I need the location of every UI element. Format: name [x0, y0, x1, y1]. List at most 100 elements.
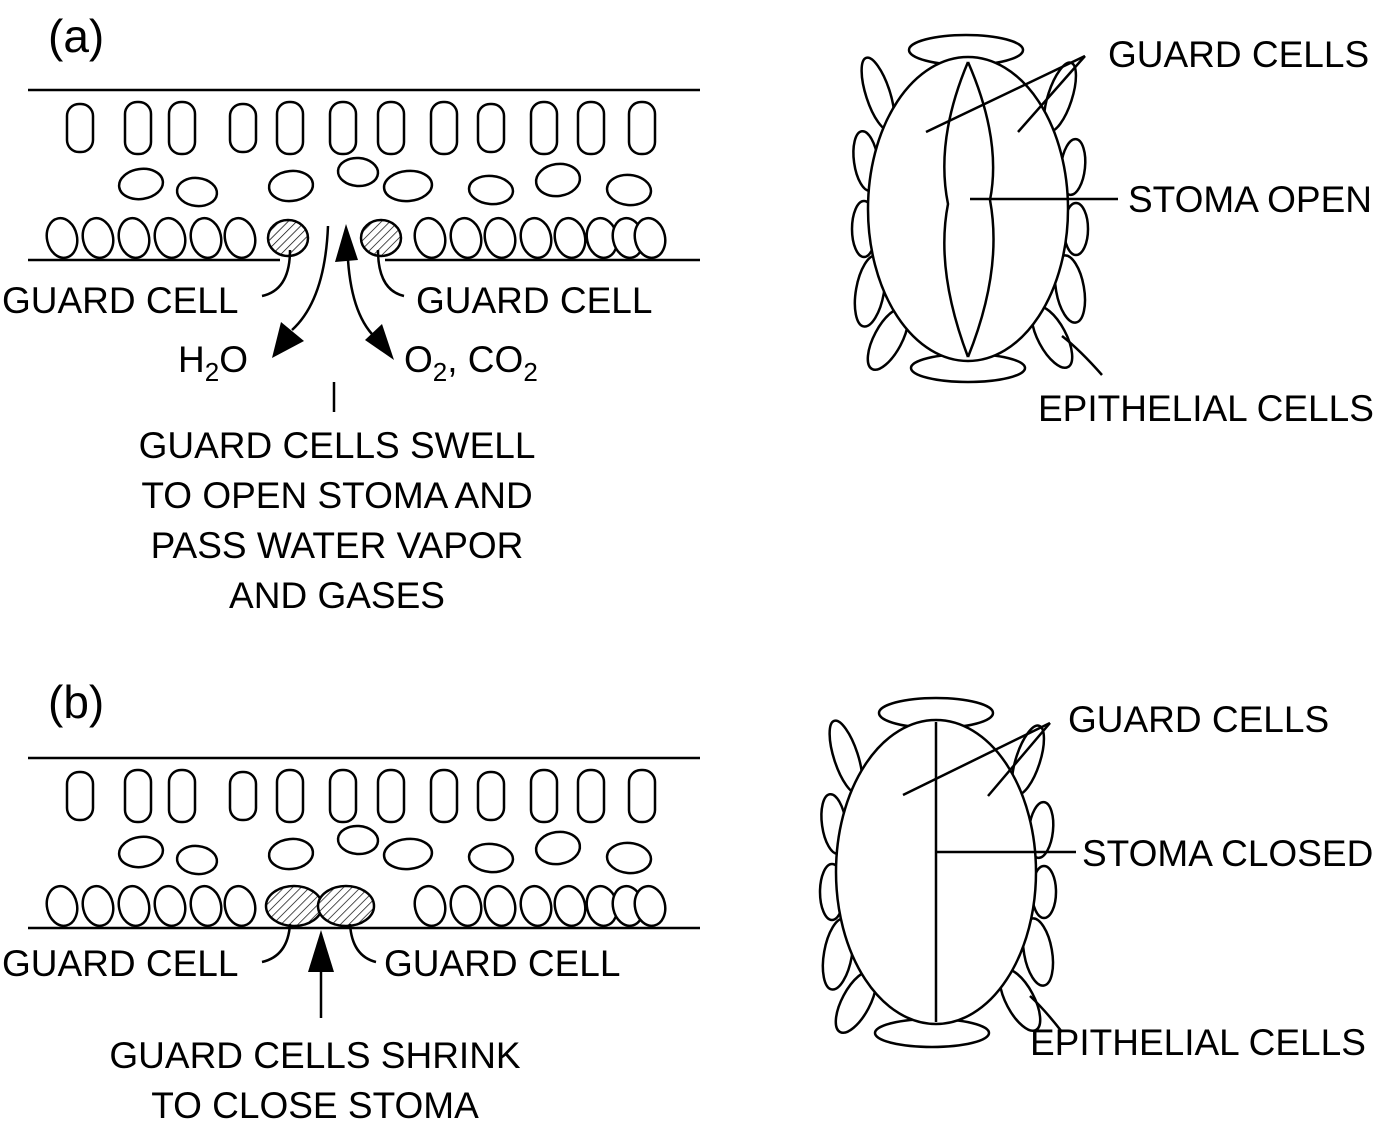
epidermal-cell	[189, 884, 223, 928]
spongy-cells	[117, 824, 653, 876]
water-label: H2O	[178, 339, 248, 387]
palisade-cell	[275, 768, 305, 824]
stoma-outline	[866, 55, 1070, 363]
caption-a-line-3: PASS WATER VAPOR	[151, 525, 524, 566]
guard-cell-left	[264, 884, 324, 928]
guard-cell-inner-edge-left	[943, 61, 970, 358]
guard-cells-leader-1	[925, 54, 1086, 134]
guard-cell-left-leader	[261, 923, 292, 964]
epidermal-cell	[483, 884, 517, 928]
gas-arrow-head-up	[335, 224, 358, 262]
water-arrow-head	[272, 322, 304, 358]
palisade-cell	[576, 768, 606, 824]
guard-cell-right-label: GUARD CELL	[384, 943, 620, 984]
epidermal-cell	[153, 216, 187, 260]
epidermal-cell	[413, 884, 447, 928]
spongy-cell	[605, 841, 653, 875]
palisade-cell	[167, 768, 197, 824]
palisade-cell	[627, 100, 657, 156]
gases-label: O2, CO2	[404, 339, 538, 387]
guard-cells-leader-1	[902, 721, 1051, 797]
guard-cell-left-label: GUARD CELL	[2, 943, 238, 984]
caption-b: GUARD CELLS SHRINK TO CLOSE STOMA	[109, 1035, 521, 1122]
caption-a: GUARD CELLS SWELL TO OPEN STOMA AND PASS…	[139, 425, 536, 616]
epidermal-cell	[449, 884, 483, 928]
epidermal-cell	[413, 216, 447, 260]
spongy-cell	[467, 842, 515, 874]
leaf-cross-section-b	[28, 756, 700, 930]
palisade-cell	[123, 100, 153, 156]
palisade-cell	[376, 100, 406, 156]
epidermal-cell	[45, 884, 79, 928]
panel-a: (a) GUARD CELL GUARD CELL H2O O2, CO2 GU…	[2, 10, 1374, 616]
close-arrow-head	[308, 930, 334, 972]
epithelial-cells-leader	[1061, 335, 1103, 376]
caption-a-line-2: TO OPEN STOMA AND	[141, 475, 532, 516]
gas-arrow-head-down	[365, 324, 394, 360]
guard-cells-label: GUARD CELLS	[1108, 34, 1369, 75]
spongy-cell	[117, 835, 165, 869]
epidermal-cell	[449, 216, 483, 260]
guard-cells-leader-2	[987, 722, 1051, 797]
palisade-cell	[529, 100, 559, 156]
stoma-top-view-open	[850, 33, 1118, 384]
spongy-cell	[336, 824, 380, 856]
gas-arrow-shaft	[346, 259, 379, 341]
guard-cell-left-label: GUARD CELL	[2, 280, 238, 321]
spongy-cell	[267, 169, 315, 203]
caption-a-line-4: AND GASES	[229, 575, 445, 616]
palisade-cell	[429, 768, 459, 824]
palisade-cell	[228, 102, 258, 154]
epidermal-cell	[223, 216, 257, 260]
lower-epidermal-cells	[45, 884, 667, 928]
epidermal-cell	[553, 884, 587, 928]
epidermal-cell	[633, 884, 667, 928]
spongy-cell	[175, 176, 219, 208]
spongy-cell	[267, 837, 315, 871]
epidermal-cell	[553, 216, 587, 260]
spongy-cell	[336, 156, 380, 188]
palisade-cell	[476, 102, 506, 154]
epithelial-cells-label: EPITHELIAL CELLS	[1038, 388, 1374, 429]
epidermal-cell	[223, 884, 257, 928]
palisade-cell	[123, 768, 153, 824]
spongy-cell	[534, 830, 582, 866]
palisade-cells	[65, 768, 657, 824]
caption-a-line-1: GUARD CELLS SWELL	[139, 425, 536, 466]
guard-cell-right	[359, 218, 403, 258]
palisade-cell	[627, 768, 657, 824]
spongy-cell	[467, 174, 515, 206]
guard-cells-leader-2	[1017, 55, 1086, 133]
epidermal-cell	[117, 216, 151, 260]
guard-cell-right-leader	[376, 249, 405, 298]
epidermal-cell	[189, 216, 223, 260]
palisade-cell	[476, 770, 506, 822]
palisade-cell	[65, 102, 95, 154]
palisade-cell	[228, 770, 258, 822]
guard-cell-left-leader	[261, 249, 292, 298]
panel-b: (b) GUARD CELL GUARD CELL GUARD CELLS SH…	[2, 676, 1373, 1122]
epidermal-cell	[81, 884, 115, 928]
leaf-cross-section-a	[28, 88, 700, 262]
epidermal-cell	[153, 884, 187, 928]
epithelial-cells-label: EPITHELIAL CELLS	[1030, 1022, 1366, 1063]
palisade-cell	[328, 100, 358, 156]
epidermal-cell	[81, 216, 115, 260]
caption-b-line-2: TO CLOSE STOMA	[151, 1085, 479, 1122]
palisade-cell	[529, 768, 559, 824]
epidermal-cell	[117, 884, 151, 928]
water-arrow-shaft	[291, 225, 330, 331]
stoma-closed-label: STOMA CLOSED	[1082, 833, 1373, 874]
guard-cells-label: GUARD CELLS	[1068, 699, 1329, 740]
epidermal-cell	[519, 216, 553, 260]
spongy-cell	[382, 169, 434, 203]
epidermal-cell	[483, 216, 517, 260]
caption-b-line-1: GUARD CELLS SHRINK	[109, 1035, 521, 1076]
epidermal-cell	[45, 216, 79, 260]
epidermal-cell	[633, 216, 667, 260]
palisade-cell	[275, 100, 305, 156]
palisade-cells	[65, 100, 657, 156]
palisade-cell	[328, 768, 358, 824]
epidermal-cell	[519, 884, 553, 928]
